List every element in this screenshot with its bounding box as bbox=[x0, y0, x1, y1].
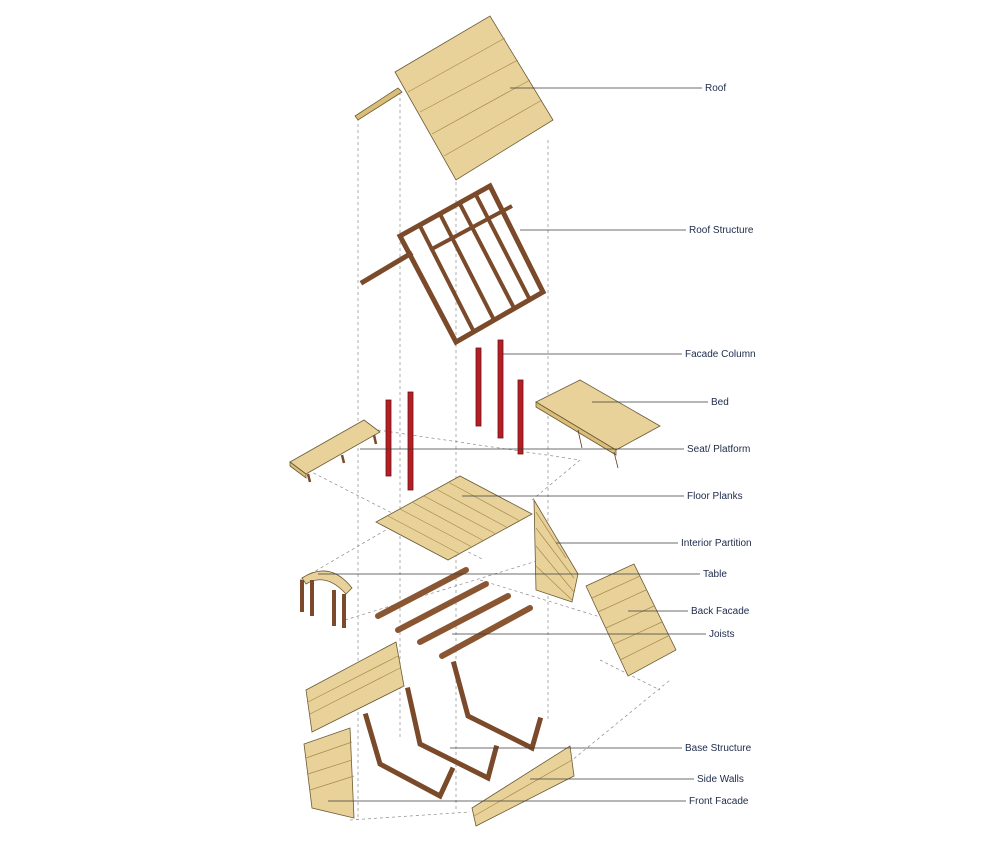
seat-platform bbox=[289, 419, 381, 483]
base-structure bbox=[362, 660, 544, 800]
label-interior-partition: Interior Partition bbox=[681, 538, 752, 549]
floor-planks bbox=[375, 475, 533, 561]
label-seat-platform: Seat/ Platform bbox=[687, 444, 750, 455]
label-front-facade: Front Facade bbox=[689, 796, 749, 807]
bed bbox=[535, 379, 661, 469]
label-roof-structure: Roof Structure bbox=[689, 225, 754, 236]
leader-lines bbox=[318, 87, 708, 802]
component-labels: Roof Roof Structure Facade Column Bed Se… bbox=[681, 83, 756, 807]
label-bed: Bed bbox=[711, 397, 729, 408]
label-table: Table bbox=[703, 569, 727, 580]
side-wall-lower bbox=[471, 745, 575, 827]
label-floor-planks: Floor Planks bbox=[687, 491, 743, 502]
label-roof: Roof bbox=[705, 83, 726, 94]
back-facade bbox=[585, 563, 677, 677]
facade-columns bbox=[385, 339, 524, 491]
front-facade-panel bbox=[303, 727, 355, 819]
label-base-structure: Base Structure bbox=[685, 743, 752, 754]
roof-panel bbox=[354, 15, 554, 181]
label-back-facade: Back Facade bbox=[691, 606, 750, 617]
roof-structure-frame bbox=[359, 182, 547, 346]
side-wall-upper bbox=[305, 641, 405, 733]
joists bbox=[375, 567, 533, 659]
label-joists: Joists bbox=[709, 629, 735, 640]
label-side-walls: Side Walls bbox=[697, 774, 744, 785]
table bbox=[300, 570, 353, 628]
interior-partition bbox=[533, 498, 579, 603]
label-facade-column: Facade Column bbox=[685, 349, 756, 360]
